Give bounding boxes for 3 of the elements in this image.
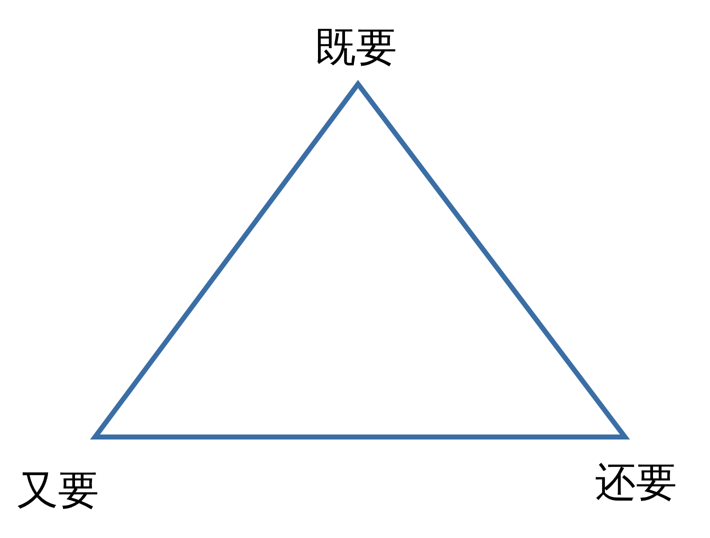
vertex-label: 既要 — [315, 25, 397, 69]
vertex-label: 还要 — [595, 460, 677, 504]
vertex-label: 又要 — [17, 468, 99, 512]
